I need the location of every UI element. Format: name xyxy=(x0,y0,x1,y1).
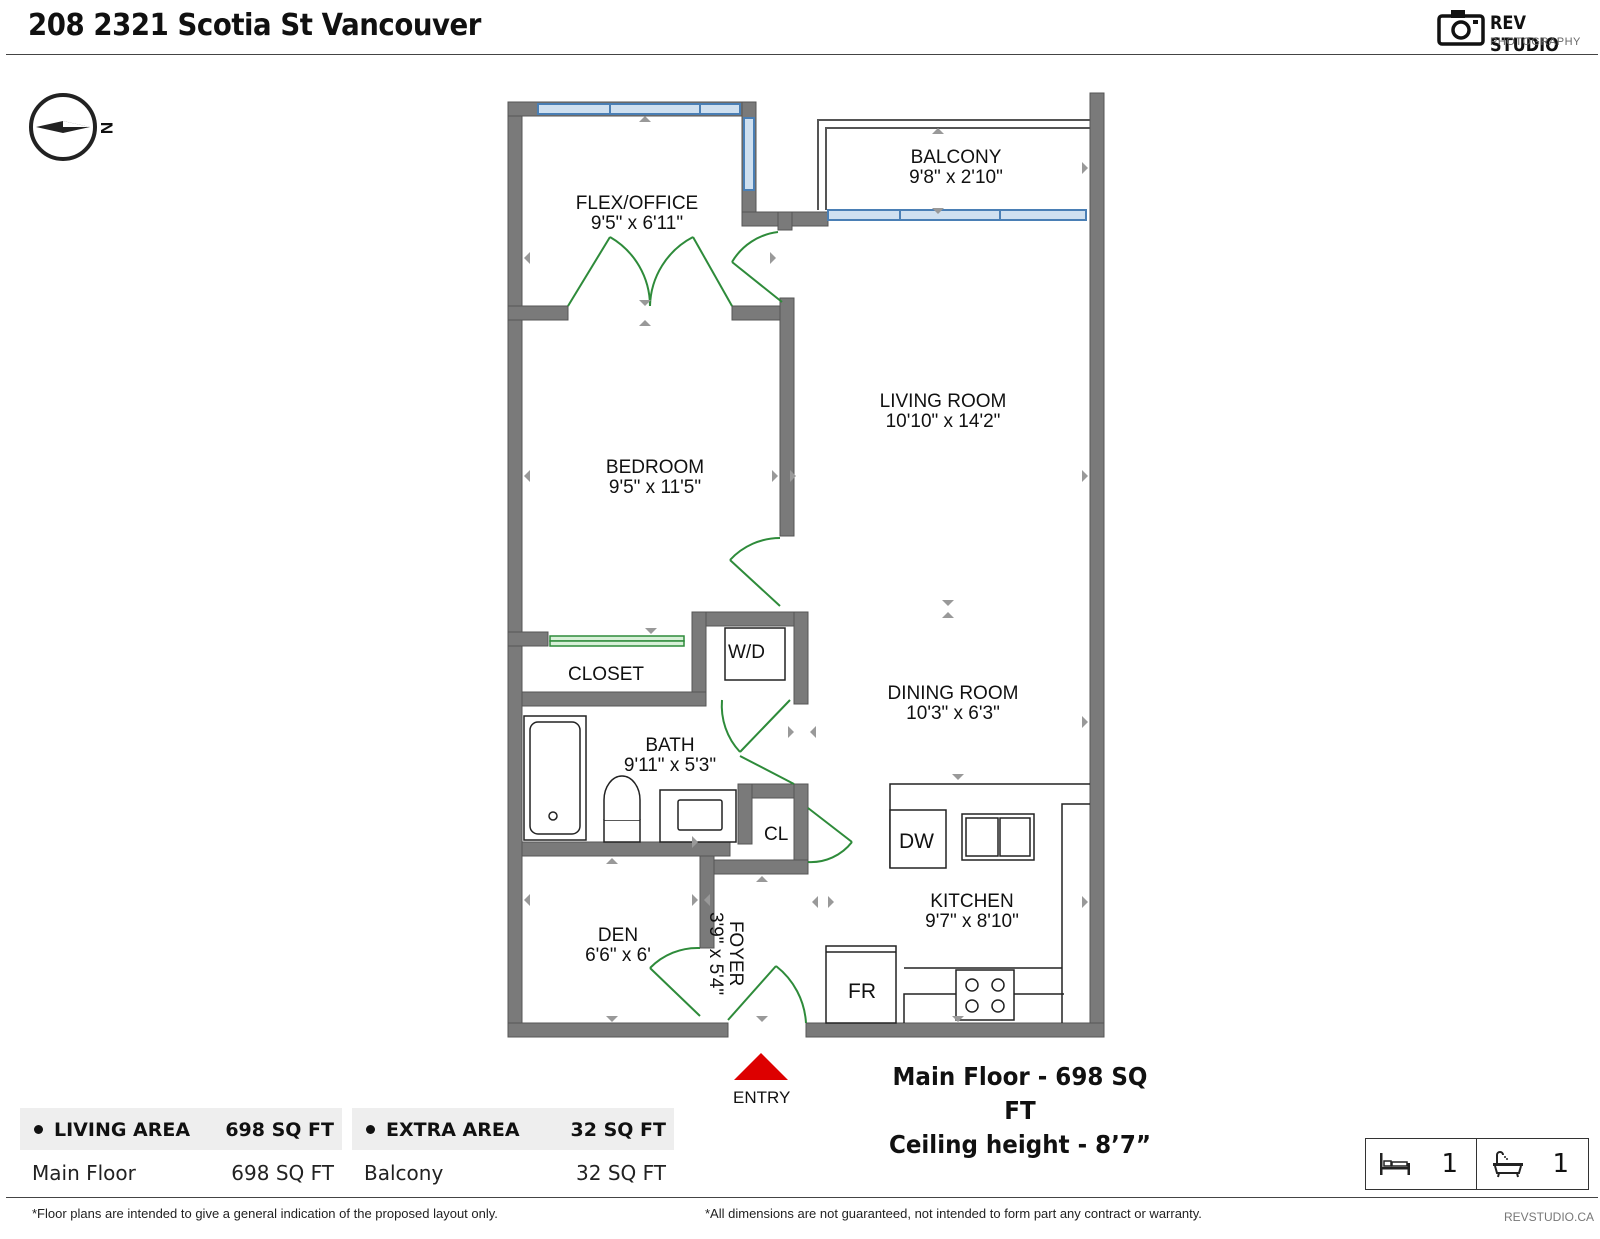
dishwasher-label: DW xyxy=(899,830,934,853)
fixtures xyxy=(523,627,1090,1024)
washer-dryer-label: W/D xyxy=(728,642,765,663)
footer-divider xyxy=(6,1197,1598,1198)
footer-website: REVSTUDIO.CA xyxy=(1504,1210,1595,1224)
fridge-label: FR xyxy=(848,980,876,1003)
bathtub-icon xyxy=(1493,1151,1523,1178)
living-area-total: 698 SQ FT xyxy=(225,1119,334,1141)
extra-area-header: EXTRA AREA xyxy=(386,1119,520,1141)
bed-icon xyxy=(1380,1153,1410,1175)
floor-summary: Main Floor - 698 SQ FT Ceiling height - … xyxy=(888,1062,1152,1159)
footer-note-dimensions: *All dimensions are not guaranteed, not … xyxy=(705,1206,1202,1221)
living-area-row-value: 698 SQ FT xyxy=(231,1161,334,1185)
living-area-header: LIVING AREA xyxy=(54,1119,191,1141)
extra-area-table: EXTRA AREA 32 SQ FT Balcony 32 SQ FT xyxy=(352,1108,674,1192)
logo-title: REV STUDIO xyxy=(1490,12,1559,56)
extra-area-row-value: 32 SQ FT xyxy=(576,1161,666,1185)
entry-label: ENTRY xyxy=(733,1088,791,1107)
camera-icon xyxy=(1437,8,1485,46)
windows xyxy=(537,103,1087,221)
extra-area-total: 32 SQ FT xyxy=(570,1119,666,1141)
room-counts: 1 1 xyxy=(1365,1138,1589,1190)
bathroom-count: 1 xyxy=(1477,1139,1587,1189)
entry-arrow-icon xyxy=(734,1053,788,1080)
listing-address: 208 2321 Scotia St Vancouver xyxy=(28,8,481,43)
living-area-row-label: Main Floor xyxy=(32,1161,136,1185)
bedroom-count: 1 xyxy=(1366,1139,1477,1189)
dimension-markers xyxy=(524,116,1088,1022)
header-divider xyxy=(6,54,1598,55)
doors xyxy=(567,231,853,1024)
closet-label: CLOSET xyxy=(568,664,645,685)
extra-area-row-label: Balcony xyxy=(364,1161,444,1185)
compass-icon xyxy=(28,92,100,164)
closet-cl-label: CL xyxy=(764,824,789,845)
bathroom-count-value: 1 xyxy=(1552,1149,1569,1179)
closet-sliding-door xyxy=(549,635,685,647)
logo-subtitle: PHOTOGRAPHY xyxy=(1490,36,1581,48)
bullet-icon xyxy=(366,1125,375,1134)
balcony-railing xyxy=(817,119,1090,210)
footer-note-layout: *Floor plans are intended to give a gene… xyxy=(32,1206,498,1221)
bedroom-count-value: 1 xyxy=(1441,1149,1458,1179)
bullet-icon xyxy=(34,1125,43,1134)
living-area-table: LIVING AREA 698 SQ FT Main Floor 698 SQ … xyxy=(20,1108,342,1192)
